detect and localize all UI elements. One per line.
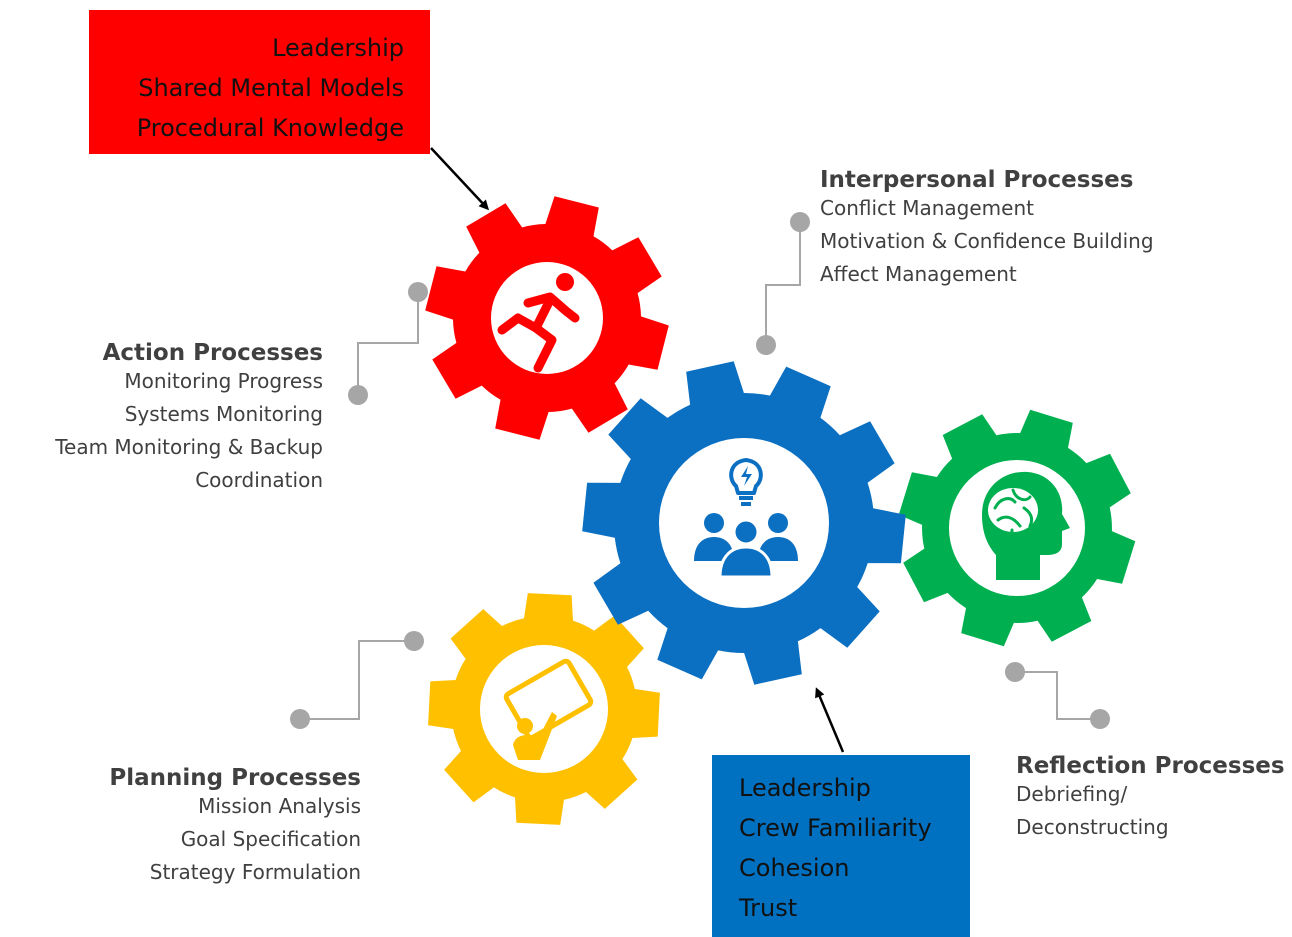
red-box-line: Shared Mental Models — [138, 74, 404, 102]
red-box-arrow — [430, 147, 490, 211]
red-box-line: Procedural Knowledge — [136, 114, 404, 142]
action-processes-title: Action Processes — [102, 340, 323, 366]
red-box-line: Leadership — [272, 34, 404, 62]
connector-dot — [1005, 662, 1025, 682]
reflection-item: Deconstructing — [1016, 815, 1169, 839]
reflection-connector — [1015, 671, 1100, 720]
planning-processes-group: Planning Processes Mission Analysis Goal… — [0, 766, 361, 889]
presentation-board-icon — [503, 658, 594, 760]
red-input-box: Leadership Shared Mental Models Procedur… — [89, 10, 430, 154]
connector-dot — [790, 212, 810, 232]
interpersonal-connector — [765, 222, 801, 345]
blue-input-box: Leadership Crew Familiarity Cohesion Tru… — [712, 755, 970, 937]
red-gear-center — [491, 262, 603, 374]
team-lightbulb-icon — [694, 458, 798, 579]
planning-item: Mission Analysis — [198, 794, 361, 818]
connector-dot — [348, 385, 368, 405]
connector-dot — [756, 335, 776, 355]
interpersonal-processes-group: Interpersonal Processes Conflict Managem… — [820, 168, 1290, 291]
planning-item: Strategy Formulation — [149, 860, 361, 884]
connector-dot — [290, 709, 310, 729]
blue-box-line: Cohesion — [739, 854, 850, 882]
planning-processes-title: Planning Processes — [109, 765, 361, 791]
connector-dot — [408, 282, 428, 302]
brain-head-icon — [982, 471, 1070, 580]
action-item: Team Monitoring & Backup — [55, 435, 323, 459]
action-connector — [357, 292, 419, 395]
reflection-processes-group: Reflection Processes Debriefing/ Deconst… — [1016, 754, 1292, 844]
yellow-gear-center — [480, 645, 608, 773]
running-person-icon — [497, 273, 580, 373]
blue-box-line: Crew Familiarity — [739, 814, 932, 842]
planning-connector — [300, 640, 414, 720]
blue-box-line: Leadership — [739, 774, 871, 802]
connector-dot — [404, 631, 424, 651]
reflection-item: Debriefing/ — [1016, 782, 1128, 806]
blue-box-arrow — [815, 687, 845, 753]
planning-item: Goal Specification — [180, 827, 361, 851]
interpersonal-item: Conflict Management — [820, 196, 1034, 220]
action-item: Systems Monitoring — [124, 402, 323, 426]
action-item: Coordination — [195, 468, 323, 492]
connector-dot — [1090, 709, 1110, 729]
blue-box-line: Trust — [739, 894, 798, 922]
action-processes-group: Action Processes Monitoring Progress Sys… — [0, 341, 323, 497]
interpersonal-processes-title: Interpersonal Processes — [820, 167, 1134, 193]
action-item: Monitoring Progress — [124, 369, 323, 393]
interpersonal-item: Motivation & Confidence Building — [820, 229, 1154, 253]
interpersonal-item: Affect Management — [820, 262, 1017, 286]
reflection-processes-title: Reflection Processes — [1016, 753, 1285, 779]
